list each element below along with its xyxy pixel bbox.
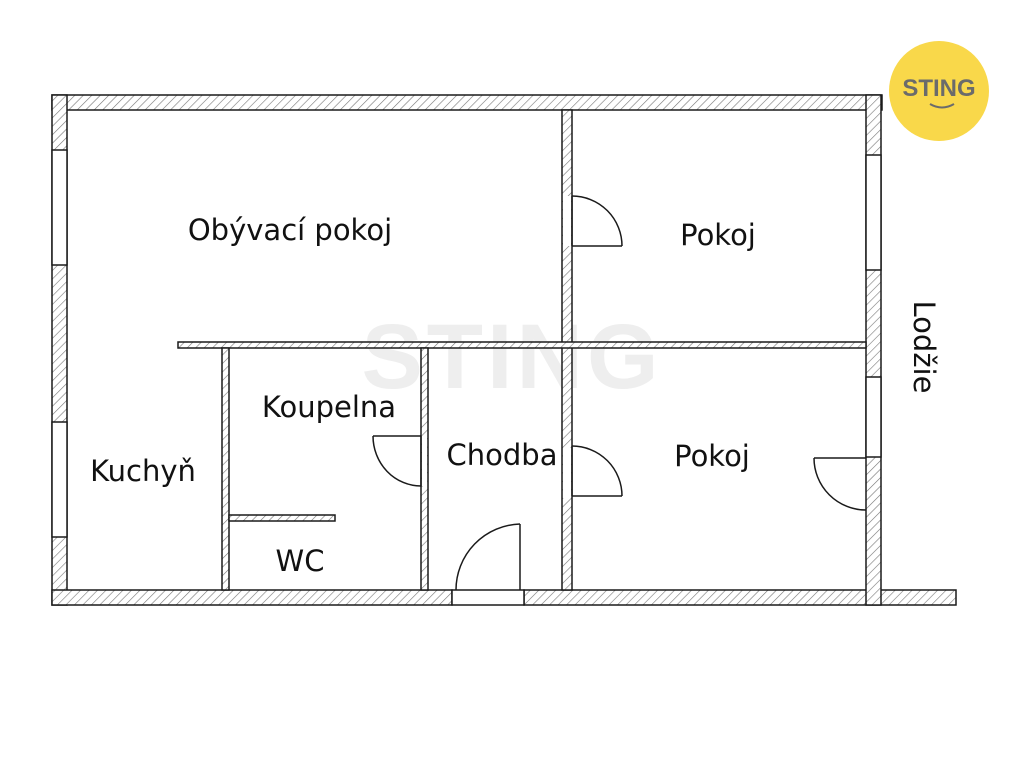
doors bbox=[372, 195, 867, 591]
logo-badge bbox=[889, 41, 989, 141]
door-gaps bbox=[422, 196, 571, 498]
wall-bath-wc bbox=[228, 514, 336, 522]
room-label-living: Obývací pokoj bbox=[188, 213, 392, 247]
windows-left bbox=[51, 149, 68, 538]
door-bathroom bbox=[372, 435, 422, 487]
wall-kitchen-bath bbox=[221, 347, 230, 591]
window-left-1 bbox=[51, 149, 68, 266]
room-label-room-lower: Pokoj bbox=[674, 439, 750, 473]
wall-bottom-left bbox=[51, 589, 453, 606]
door-room-upper bbox=[571, 195, 623, 247]
wall-horizontal-mid bbox=[177, 341, 867, 349]
door-entrance bbox=[455, 523, 521, 591]
logo-smile-icon bbox=[929, 103, 955, 109]
windows-right bbox=[865, 154, 882, 458]
window-right-2 bbox=[865, 376, 882, 458]
logo-text: STING bbox=[902, 75, 975, 102]
wall-top bbox=[51, 94, 883, 111]
room-label-kitchen: Kuchyň bbox=[90, 454, 196, 488]
entrance-threshold bbox=[451, 589, 525, 606]
window-right-1 bbox=[865, 154, 882, 271]
room-label-wc: WC bbox=[276, 544, 325, 578]
room-label-hallway: Chodba bbox=[447, 438, 558, 472]
room-label-bathroom: Koupelna bbox=[262, 390, 396, 424]
door-loggia bbox=[813, 457, 867, 511]
wall-living-rooms bbox=[561, 109, 573, 591]
room-label-loggia: Lodžie bbox=[907, 301, 941, 394]
door-room-lower bbox=[571, 445, 623, 497]
sting-logo: STING bbox=[889, 41, 989, 141]
wall-bottom-right bbox=[523, 589, 957, 606]
room-label-room-upper: Pokoj bbox=[680, 218, 756, 252]
window-left-2 bbox=[51, 421, 68, 538]
watermark: STING bbox=[361, 306, 662, 408]
